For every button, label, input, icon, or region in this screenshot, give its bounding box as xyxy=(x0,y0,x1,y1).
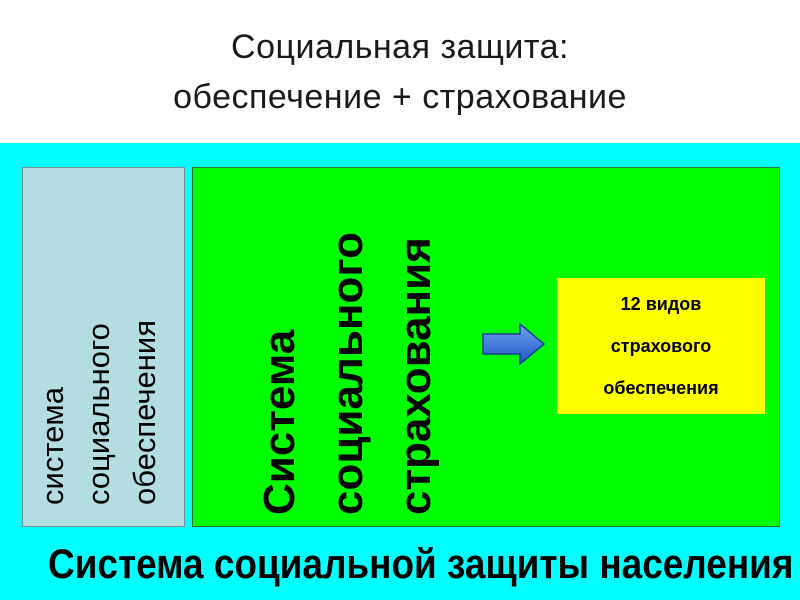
social-security-line-2: социального xyxy=(81,323,116,505)
insurance-types-line-2: страхового xyxy=(610,336,712,356)
social-security-panel xyxy=(22,167,185,527)
social-insurance-line-3: страхования xyxy=(391,237,440,515)
title-line-2: обеспечение + страхование xyxy=(173,78,627,116)
page-title: Социальная защита: обеспечение + страхов… xyxy=(0,22,800,122)
social-protection-system-label: Система социальной защиты населения xyxy=(48,540,794,587)
right-arrow-icon xyxy=(482,322,546,366)
insurance-types-line-3: обеспечения xyxy=(603,378,719,398)
social-insurance-line-2: социального xyxy=(323,232,372,515)
social-insurance-label: Система социального страхования xyxy=(246,180,446,515)
social-security-line-1: система xyxy=(35,387,70,505)
social-insurance-line-1: Система xyxy=(255,329,304,515)
insurance-types-box: 12 видов страхового обеспечения xyxy=(557,278,765,414)
title-line-1: Социальная защита: xyxy=(231,28,569,66)
insurance-types-line-1: 12 видов xyxy=(620,294,702,314)
social-security-line-3: обеспечения xyxy=(127,319,162,505)
social-security-label: система социального обеспечения xyxy=(30,255,162,505)
